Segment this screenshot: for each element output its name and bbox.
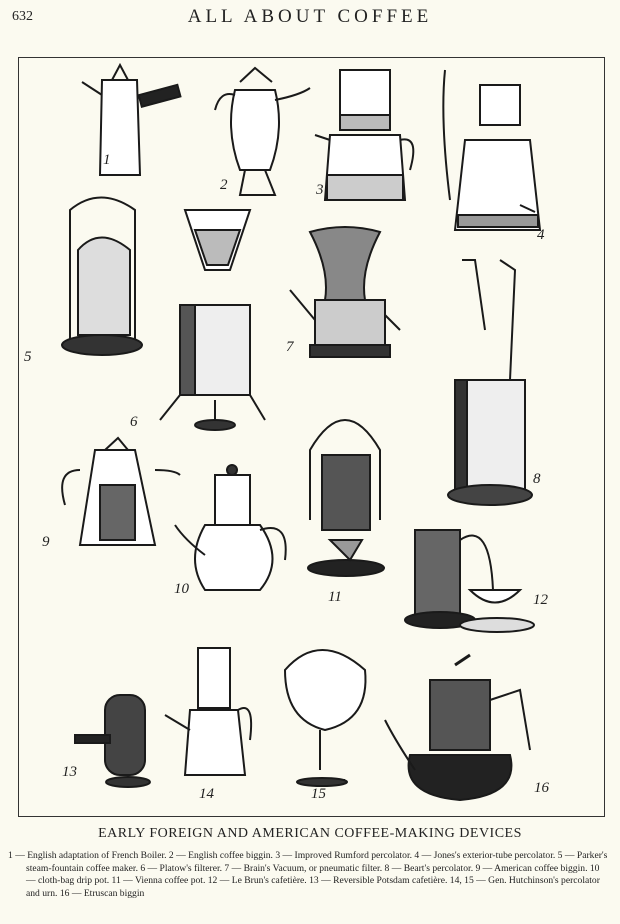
device-14-hutchinson-percolator xyxy=(164,647,253,776)
device-6-platow-filterer xyxy=(159,209,266,431)
figure-title: EARLY FOREIGN AND AMERICAN COFFEE-MAKING… xyxy=(98,826,522,841)
figure-label-11: 11 xyxy=(328,589,342,605)
device-11-vienna-pot xyxy=(307,419,385,577)
caption-text: 1 — English adaptation of French Boiler.… xyxy=(8,850,608,899)
device-3-rumford-percolator xyxy=(314,69,415,201)
running-title: ALL ABOUT COFFEE xyxy=(187,6,433,27)
figure-label-1: 1 xyxy=(103,152,111,168)
figure-label-4: 4 xyxy=(537,227,545,243)
figure-label-5: 5 xyxy=(24,349,32,365)
illustration-frame xyxy=(18,57,605,817)
figure-label-6: 6 xyxy=(130,414,138,430)
device-13-potsdam-cafetiere xyxy=(74,694,151,788)
figure-label-3: 3 xyxy=(316,182,324,198)
device-7-vacuum-filter xyxy=(289,226,401,358)
device-5-steam-fountain xyxy=(61,196,143,356)
figure-label-9: 9 xyxy=(42,534,50,550)
device-8-beart-percolator xyxy=(447,259,533,506)
figure-label-8: 8 xyxy=(533,471,541,487)
figure-label-10: 10 xyxy=(174,581,189,597)
figure-label-15: 15 xyxy=(311,786,326,802)
device-2-biggin xyxy=(214,66,311,196)
device-12-le-brun-cafetiere xyxy=(404,529,535,633)
figure-label-16: 16 xyxy=(534,780,549,796)
page-number: 632 xyxy=(12,9,33,24)
device-10-cloth-bag-drip-pot xyxy=(174,464,287,591)
figure-label-12: 12 xyxy=(533,592,548,608)
device-16-etruscan-biggin xyxy=(384,653,531,802)
figure-caption: 1 — English adaptation of French Boiler.… xyxy=(8,850,608,900)
device-15-hutchinson-urn xyxy=(283,649,367,787)
figure-label-2: 2 xyxy=(220,177,228,193)
figure-label-13: 13 xyxy=(62,764,77,780)
device-1-french-boiler xyxy=(81,62,182,176)
figure-label-7: 7 xyxy=(286,339,294,355)
figure-label-14: 14 xyxy=(199,786,214,802)
device-9-american-biggin xyxy=(61,436,181,546)
device-4-exterior-tube-percolator xyxy=(442,69,542,231)
